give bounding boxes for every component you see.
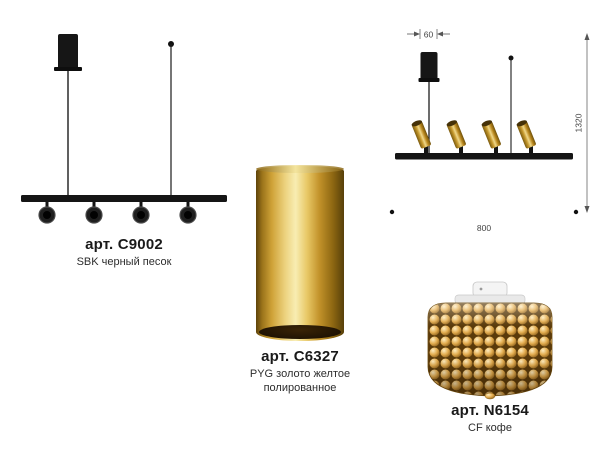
gold-spotlight-head <box>516 120 536 153</box>
shade-n6154-image <box>427 281 553 400</box>
ceiling-canopy <box>58 34 78 70</box>
track-bar <box>21 195 227 202</box>
drum-shading <box>428 303 552 396</box>
product-label-n6154: арт. N6154 CF кофе <box>418 402 562 436</box>
ceiling-canopy <box>420 52 438 82</box>
product-finish: CF кофе <box>468 422 512 434</box>
track-bar <box>395 153 573 160</box>
product-art-number: арт. C6327 <box>261 348 339 365</box>
mount-screw <box>479 287 483 291</box>
product-finish: PYG золото желтое полированное <box>234 368 366 396</box>
finish-line-2: полированное <box>263 381 337 394</box>
canopy-flare <box>54 67 82 71</box>
spotlight-head <box>85 202 103 224</box>
bottom-finial <box>484 392 496 400</box>
product-art-number: арт. C9002 <box>85 236 163 253</box>
pendant-c9002-image <box>21 34 227 224</box>
spotlight-head <box>132 202 150 224</box>
dimension-60-label: 60 <box>424 30 434 40</box>
finish-line-1: PYG золото желтое <box>249 368 351 380</box>
shade-c6327-image <box>256 165 344 341</box>
dimension-endpoint-dot <box>389 209 395 215</box>
product-art-number: арт. N6154 <box>451 402 529 419</box>
assembled-pendant-image: 60 <box>389 29 590 233</box>
product-label-c6327: арт. C6327 PYG золото желтое полированно… <box>234 348 366 396</box>
dimension-endpoint-dot <box>573 209 579 215</box>
dimension-1320-label: 1320 <box>574 113 584 132</box>
gold-spotlight-head <box>446 120 466 153</box>
product-finish: SBK черный песок <box>76 256 172 268</box>
gold-spotlight-head <box>481 120 501 153</box>
dimension-drop-height: 1320 <box>574 33 590 213</box>
dimension-bar-length: 800 <box>389 209 579 233</box>
spotlight-head <box>38 202 56 224</box>
canopy-flare <box>418 78 440 82</box>
dimension-800-label: 800 <box>477 223 491 233</box>
gold-spotlight-head <box>411 120 431 153</box>
dimension-canopy-width: 60 <box>407 29 450 40</box>
spotlight-head <box>179 202 197 224</box>
product-label-c9002: арт. C9002 SBK черный песок <box>18 236 230 270</box>
